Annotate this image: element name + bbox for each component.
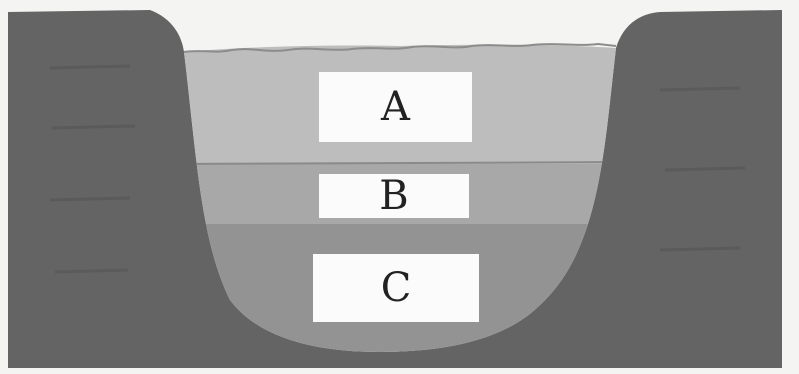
zone-a-label: A bbox=[319, 72, 472, 142]
zone-b-label: B bbox=[319, 174, 469, 218]
zone-c-label: C bbox=[313, 254, 479, 322]
